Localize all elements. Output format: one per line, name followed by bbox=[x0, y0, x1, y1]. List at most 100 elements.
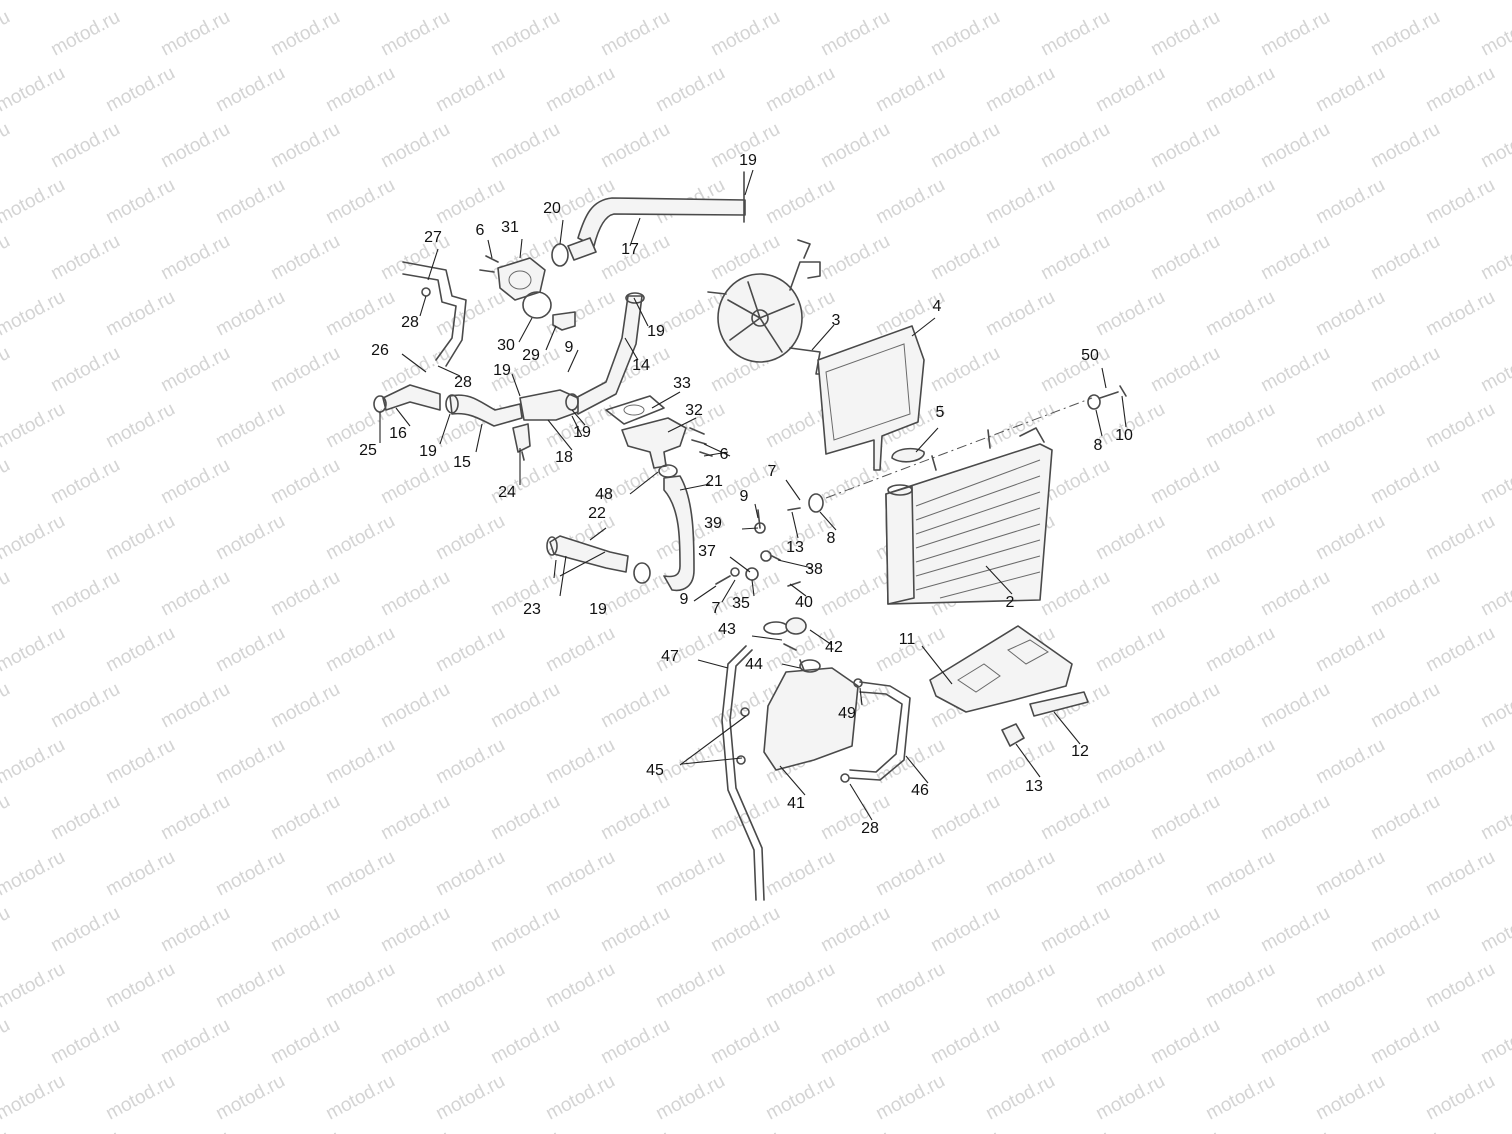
watermark-text: motod.ru bbox=[1147, 455, 1223, 509]
watermark-text: motod.ru bbox=[102, 399, 178, 453]
callout-leader-line bbox=[419, 295, 427, 317]
watermark-text: motod.ru bbox=[762, 175, 838, 229]
watermark-text: motod.ru bbox=[1477, 567, 1512, 621]
watermark-text: motod.ru bbox=[212, 959, 288, 1013]
watermark-text: motod.ru bbox=[1312, 623, 1388, 677]
callout-label: 19 bbox=[589, 601, 607, 618]
callout-leader-line bbox=[779, 765, 806, 796]
watermark-text: motod.ru bbox=[0, 455, 14, 509]
watermark-text: motod.ru bbox=[377, 1015, 453, 1069]
watermark-text: motod.ru bbox=[1422, 175, 1498, 229]
callout-label: 11 bbox=[899, 631, 916, 648]
watermark-text: motod.ru bbox=[927, 7, 1003, 61]
watermark-text: motod.ru bbox=[1257, 1015, 1333, 1069]
watermark-text: motod.ru bbox=[377, 679, 453, 733]
callout-leader-line bbox=[703, 451, 729, 457]
watermark-text: motod.ru bbox=[1422, 1071, 1498, 1125]
watermark-text: motod.ru bbox=[47, 679, 123, 733]
callout-leader-line bbox=[559, 219, 564, 245]
callout-label: 6 bbox=[476, 222, 485, 239]
callout-leader-line bbox=[651, 391, 681, 409]
watermark-text: motod.ru bbox=[432, 959, 508, 1013]
watermark-text: motod.ru bbox=[927, 791, 1003, 845]
callout-leader-line bbox=[1101, 367, 1107, 389]
callout-leader-line bbox=[681, 757, 743, 765]
callout-label: 48 bbox=[595, 486, 613, 503]
callout-leader-line bbox=[1053, 711, 1081, 745]
watermark-text: motod.ru bbox=[267, 903, 343, 957]
watermark-text: motod.ru bbox=[0, 791, 14, 845]
callout-label: 28 bbox=[454, 374, 472, 391]
watermark-text: motod.ru bbox=[597, 1127, 673, 1134]
watermark-text: motod.ru bbox=[1257, 567, 1333, 621]
watermark-text: motod.ru bbox=[267, 343, 343, 397]
callout-label: 27 bbox=[424, 229, 442, 246]
watermark-text: motod.ru bbox=[1202, 511, 1278, 565]
callout-leader-line bbox=[547, 419, 573, 451]
thermostat-housing-18 bbox=[519, 389, 579, 421]
callout-leader-line bbox=[729, 556, 751, 573]
watermark-text: motod.ru bbox=[982, 0, 1058, 4]
watermark-text: motod.ru bbox=[377, 119, 453, 173]
callout-label: 15 bbox=[453, 454, 471, 471]
watermark-text: motod.ru bbox=[982, 959, 1058, 1013]
callout-label: 7 bbox=[768, 463, 777, 480]
callout-label: 30 bbox=[497, 337, 515, 354]
watermark-text: motod.ru bbox=[47, 1015, 123, 1069]
callout-label: 43 bbox=[718, 621, 736, 638]
callout-leader-line bbox=[624, 337, 639, 361]
callout-label: 13 bbox=[786, 539, 804, 556]
watermark-text: motod.ru bbox=[1422, 847, 1498, 901]
watermark-text: motod.ru bbox=[432, 175, 508, 229]
watermark-text: motod.ru bbox=[47, 1127, 123, 1134]
watermark-text: motod.ru bbox=[47, 791, 123, 845]
callout-leader-line bbox=[1121, 395, 1127, 428]
watermark-text: motod.ru bbox=[1477, 1015, 1512, 1069]
hose-stub-20 bbox=[567, 237, 597, 261]
watermark-text: motod.ru bbox=[322, 511, 398, 565]
callout-leader-line bbox=[511, 373, 521, 397]
callout-leader-line bbox=[915, 427, 939, 453]
watermark-text: motod.ru bbox=[0, 399, 69, 453]
watermark-text: motod.ru bbox=[982, 287, 1058, 341]
overflow-hose-47 bbox=[721, 645, 765, 901]
callout-leader-line bbox=[567, 349, 579, 373]
watermark-text: motod.ru bbox=[707, 791, 783, 845]
watermark-text: motod.ru bbox=[0, 7, 14, 61]
watermark-text: motod.ru bbox=[1092, 63, 1168, 117]
watermark-text: motod.ru bbox=[487, 7, 563, 61]
callout-label: 24 bbox=[498, 484, 516, 501]
watermark-text: motod.ru bbox=[1367, 7, 1443, 61]
callout-label: 6 bbox=[720, 446, 729, 463]
watermark-text: motod.ru bbox=[0, 735, 69, 789]
watermark-text: motod.ru bbox=[1092, 0, 1168, 4]
watermark-text: motod.ru bbox=[1422, 959, 1498, 1013]
watermark-text: motod.ru bbox=[1477, 791, 1512, 845]
callout-leader-line bbox=[667, 417, 697, 433]
watermark-text: motod.ru bbox=[1202, 735, 1278, 789]
watermark-text: motod.ru bbox=[597, 903, 673, 957]
callout-leader-line bbox=[401, 353, 427, 373]
watermark-text: motod.ru bbox=[377, 7, 453, 61]
callout-label: 50 bbox=[1081, 347, 1099, 364]
o-ring-30 bbox=[522, 291, 552, 319]
watermark-text: motod.ru bbox=[1312, 175, 1388, 229]
watermark-text: motod.ru bbox=[322, 623, 398, 677]
watermark-text: motod.ru bbox=[157, 119, 233, 173]
watermark-text: motod.ru bbox=[0, 903, 14, 957]
callout-leader-line bbox=[679, 483, 711, 491]
watermark-text: motod.ru bbox=[1147, 791, 1223, 845]
watermark-text: motod.ru bbox=[1037, 1127, 1113, 1134]
watermark-text: motod.ru bbox=[1037, 7, 1113, 61]
watermark-text: motod.ru bbox=[47, 455, 123, 509]
watermark-text: motod.ru bbox=[542, 847, 618, 901]
callout-leader-line bbox=[777, 559, 813, 569]
callout-label: 16 bbox=[389, 425, 407, 442]
watermark-text: motod.ru bbox=[377, 455, 453, 509]
callout-leader-line bbox=[849, 783, 873, 821]
watermark-text: motod.ru bbox=[432, 1071, 508, 1125]
watermark-text: motod.ru bbox=[1037, 903, 1113, 957]
watermark-text: motod.ru bbox=[212, 735, 288, 789]
callout-label: 35 bbox=[732, 595, 750, 612]
callout-label: 31 bbox=[501, 219, 519, 236]
